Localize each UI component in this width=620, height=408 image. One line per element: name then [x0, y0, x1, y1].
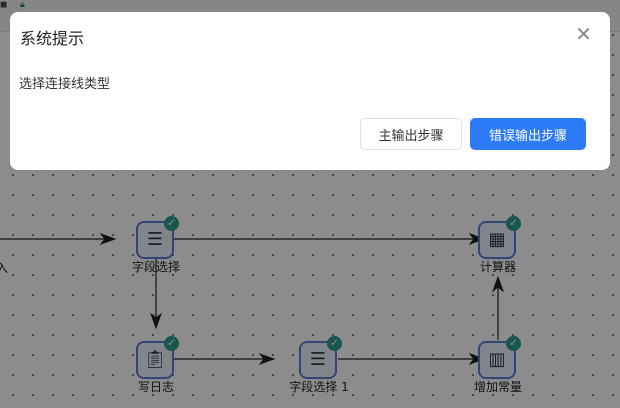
toolbar-icons: ◼ 🔒︎ — [0, 0, 60, 12]
check-icon: ✓ — [164, 336, 179, 351]
check-icon: ✓ — [164, 216, 179, 231]
dialog-message: 选择连接线类型 — [19, 77, 111, 92]
node-label: 字段选择 — [131, 260, 181, 274]
lock-icon[interactable]: 🔒︎ — [20, 0, 25, 10]
calculator-icon: ▦ — [488, 229, 506, 250]
system-prompt-dialog: 系统提示 ✕ 选择连接线类型 主输出步骤 错误输出步骤 — [10, 12, 610, 170]
add-constant-icon: ▥ — [488, 349, 506, 370]
field-select-icon: ☰ — [146, 229, 164, 250]
dialog-title: 系统提示 — [20, 29, 85, 48]
write-log-icon: 📋︎ — [143, 349, 167, 370]
partial-node-label: 入 — [0, 261, 9, 275]
check-icon: ✓ — [506, 336, 521, 351]
check-icon: ✓ — [327, 336, 342, 351]
field-select-icon: ☰ — [309, 349, 327, 370]
node-label: 写日志 — [137, 380, 175, 394]
close-icon[interactable]: ✕ — [575, 22, 592, 46]
check-icon: ✓ — [506, 216, 521, 231]
node-label: 字段选择 1 — [289, 380, 349, 394]
node-label: 增加常量 — [473, 380, 523, 394]
node-label: 计算器 — [479, 260, 517, 274]
node-add-constant[interactable]: ▥✓ — [478, 336, 521, 379]
node-write-log[interactable]: 📋︎✓ — [136, 336, 179, 379]
node-calculator[interactable]: ▦✓ — [478, 216, 521, 259]
toolbar-icon[interactable]: ◼ — [0, 0, 8, 10]
node-field-select-1[interactable]: ☰✓ — [299, 336, 342, 379]
main-output-step-button[interactable]: 主输出步骤 — [360, 118, 462, 150]
error-output-step-button[interactable]: 错误输出步骤 — [470, 118, 586, 150]
node-field-select[interactable]: ☰✓ — [136, 216, 179, 259]
